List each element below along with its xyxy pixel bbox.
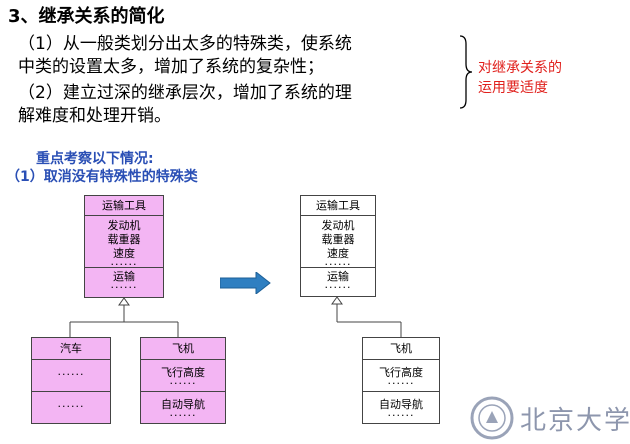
class-transport-right: 运输工具 发动机 载重器 速度 ······ 运输 ······ [300,195,376,297]
para2-line2: 解难度和处理开销。 [18,106,171,126]
class-name: 飞机 [141,338,225,360]
class-name: 飞机 [363,338,439,360]
class-attributes: ······ [32,360,110,392]
class-car: 汽车 ······ ······ [31,337,111,424]
class-name: 汽车 [32,338,110,360]
para1-line2: 中类的设置太多，增加了系统的复杂性； [18,57,324,77]
case1-label: （1）取消没有特殊性的特殊类 [6,169,198,185]
class-attributes: 发动机 载重器 速度 ······ [85,216,163,270]
note-line1: 对继承关系的 [478,60,562,76]
class-name: 运输工具 [85,196,163,216]
class-attributes: 飞行高度 ······ [141,360,225,392]
class-operations: ······ [57,400,85,413]
note-line2: 运用要适度 [478,80,548,96]
class-attributes: 发动机 载重器 速度 ······ [301,216,375,270]
university-watermark: 北京大学 [470,392,630,444]
class-operations: 运输 ······ [324,270,352,294]
right-brace [459,35,473,109]
class-name: 运输工具 [301,196,375,216]
class-airplane-right: 飞机 飞行高度 ······ 自动导航 ······ [362,337,440,424]
university-seal-icon [470,396,514,440]
class-transport-left: 运输工具 发动机 载重器 速度 ······ 运输 ······ [84,195,164,298]
class-operations: 运输 ······ [110,270,138,294]
para2-line1: （2）建立过深的继承层次，增加了系统的理 [18,83,352,103]
page-heading: 3、继承关系的简化 [8,6,165,27]
para1-line1: （1）从一般类划分出太多的特殊类，使系统 [18,34,352,54]
class-airplane-left: 飞机 飞行高度 ······ 自动导航 ······ [140,337,226,424]
class-operations: 自动导航 ······ [161,398,205,422]
transform-arrow-icon [220,272,271,294]
university-name: 北京大学 [520,406,630,436]
class-operations: 自动导航 ······ [379,398,423,422]
focus-label: 重点考察以下情况: [36,151,154,167]
class-attributes: 飞行高度 ······ [363,360,439,392]
